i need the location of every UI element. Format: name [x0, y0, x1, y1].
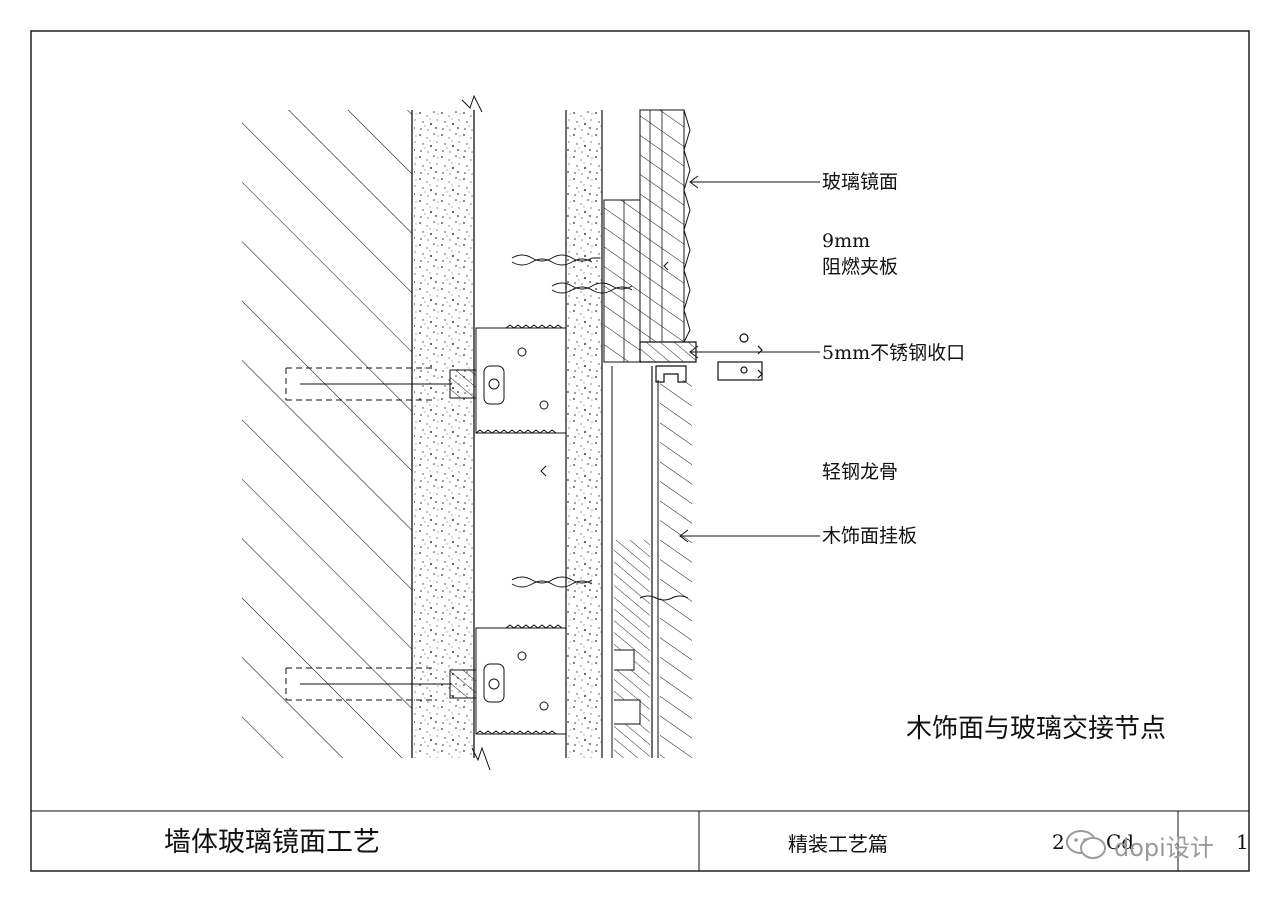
watermark-text: dopi设计 — [1114, 834, 1214, 862]
plywood-layer — [603, 199, 641, 363]
drawing-name: 墙体玻璃镜面工艺 — [164, 827, 380, 858]
watermark-logo-icon — [1064, 826, 1108, 868]
drawing-code-right: 1 — [1236, 830, 1249, 854]
expansion-bolt-upper — [285, 365, 505, 405]
label-plywood-size: 9mm — [822, 230, 871, 252]
drawing-code-left: 2 — [1052, 830, 1065, 854]
structural-wall — [242, 110, 413, 758]
expansion-bolt-lower — [285, 663, 505, 703]
label-wood-panel: 木饰面挂板 — [822, 525, 918, 547]
screw-upper — [511, 254, 600, 266]
render-layer — [414, 94, 491, 771]
label-light-steel-keel: 轻钢龙骨 — [822, 461, 899, 483]
glass-mirror — [639, 109, 691, 343]
stainless-steel-trim — [639, 333, 763, 383]
leader-lines — [679, 175, 820, 543]
label-steel-trim: 5mm不锈钢收口 — [822, 342, 966, 364]
drawing-category: 精装工艺篇 — [788, 832, 888, 856]
board-layer — [565, 110, 613, 758]
label-plywood-name: 阻燃夹板 — [822, 256, 899, 278]
label-glass-mirror: 玻璃镜面 — [822, 171, 899, 193]
drawing-code-mid: Cd — [1106, 830, 1135, 854]
detail-title: 木饰面与玻璃交接节点 — [906, 714, 1167, 744]
wood-finish-panel — [614, 366, 692, 758]
sheet-border — [30, 30, 1250, 872]
